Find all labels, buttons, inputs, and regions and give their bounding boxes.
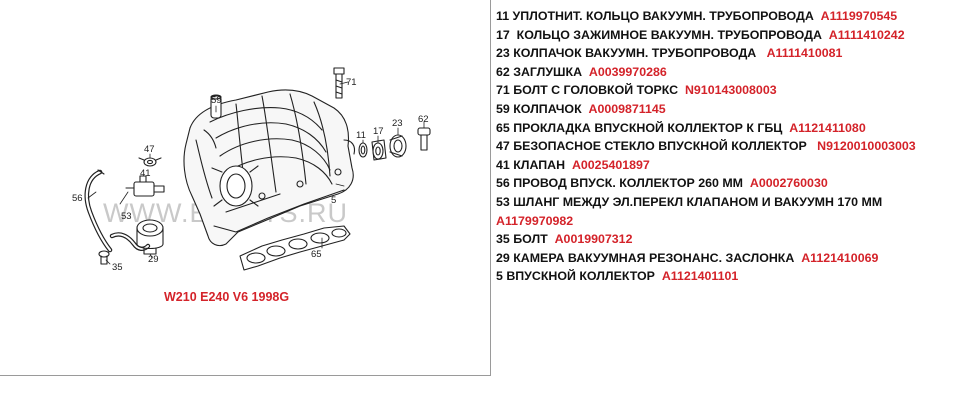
clamp-ring-part — [371, 139, 387, 161]
torx-bolt-part — [333, 67, 345, 99]
part-number: A0019907312 — [554, 232, 633, 247]
part-description: 53 ШЛАНГ МЕЖДУ ЭЛ.ПЕРЕКЛ КЛАПАНОМ И ВАКУ… — [496, 194, 883, 209]
part-number: A0039970286 — [588, 64, 667, 79]
callout-65: 65 — [311, 249, 322, 260]
part-number: A1179970982 — [496, 213, 574, 228]
callout-62: 62 — [418, 114, 429, 125]
callout-59: 59 — [211, 95, 222, 106]
bolt-part — [98, 250, 110, 265]
part-line: 17 КОЛЬЦО ЗАЖИМНОЕ ВАКУУМН. ТРУБОПРОВОДА… — [496, 26, 916, 45]
callout-56: 56 — [72, 193, 83, 204]
part-number: N9120010003003 — [817, 139, 916, 154]
part-description: 47 БЕЗОПАСНОЕ СТЕКЛО ВПУСКНОЙ КОЛЛЕКТОР — [496, 139, 818, 154]
part-line: 11 УПЛОТНИТ. КОЛЬЦО ВАКУУМН. ТРУБОПРОВОД… — [496, 7, 916, 26]
part-line: 65 ПРОКЛАДКА ВПУСКНОЙ КОЛЛЕКТОР К ГБЦ A1… — [496, 119, 916, 138]
manifold-gasket-part — [239, 225, 351, 271]
part-line: 71 БОЛТ С ГОЛОВКОЙ ТОРКС N910143008003 — [496, 81, 916, 100]
callout-5: 5 — [331, 195, 336, 206]
part-number: N910143008003 — [684, 83, 777, 98]
callout-47: 47 — [144, 144, 155, 155]
part-line: 29 КАМЕРА ВАКУУМНАЯ РЕЗОНАНС. ЗАСЛОНКА A… — [496, 249, 916, 268]
intake-manifold-diagram: WWW.ELCATS.RU — [72, 67, 431, 273]
callout-41: 41 — [140, 168, 151, 179]
part-number: A1121410069 — [801, 250, 879, 265]
part-description: 62 ЗАГЛУШКА — [496, 64, 589, 79]
intake-manifold-part — [183, 89, 356, 247]
part-line: 5 ВПУСКНОЙ КОЛЛЕКТОР A1121401101 — [496, 267, 916, 286]
part-line: 23 КОЛПАЧОК ВАКУУМН. ТРУБОПРОВОДА A11114… — [496, 44, 916, 63]
parts-list: 11 УПЛОТНИТ. КОЛЬЦО ВАКУУМН. ТРУБОПРОВОД… — [496, 7, 916, 286]
valve-part — [125, 175, 165, 197]
callout-23: 23 — [392, 118, 403, 129]
vacuum-chamber-part — [136, 219, 164, 255]
part-line: 59 КОЛПАЧОК A0009871145 — [496, 100, 916, 119]
part-line: 62 ЗАГЛУШКА A0039970286 — [496, 63, 916, 82]
part-line: A1179970982 — [496, 212, 916, 231]
vacuum-cap-part — [389, 134, 407, 158]
model-label: W210 E240 V6 1998G — [164, 290, 290, 304]
callout-71: 71 — [346, 77, 357, 88]
part-line: 41 КЛАПАН A0025401897 — [496, 156, 916, 175]
intake-wire-part — [84, 169, 113, 253]
callout-29: 29 — [148, 254, 159, 265]
vacuum-hose-part — [109, 232, 151, 251]
part-number: A1111410242 — [828, 27, 905, 42]
leader-lines — [87, 81, 425, 265]
part-line: 47 БЕЗОПАСНОЕ СТЕКЛО ВПУСКНОЙ КОЛЛЕКТОР … — [496, 137, 916, 156]
part-number: A0025401897 — [571, 157, 650, 172]
parts-diagram-frame — [0, 0, 491, 376]
part-line: 53 ШЛАНГ МЕЖДУ ЭЛ.ПЕРЕКЛ КЛАПАНОМ И ВАКУ… — [496, 193, 916, 212]
part-number: A1121411080 — [789, 120, 866, 135]
part-description: 59 КОЛПАЧОК — [496, 101, 589, 116]
part-number: A1119970545 — [820, 9, 898, 23]
part-description: 56 ПРОВОД ВПУСК. КОЛЛЕКТОР 260 ММ — [496, 176, 750, 191]
callout-11: 11 — [356, 130, 366, 141]
part-description: 41 КЛАПАН — [496, 157, 572, 172]
callout-53: 53 — [121, 211, 132, 222]
part-description: 11 УПЛОТНИТ. КОЛЬЦО ВАКУУМН. ТРУБОПРОВОД… — [496, 9, 821, 23]
callout-17: 17 — [373, 126, 384, 137]
safety-glass-part — [138, 157, 162, 167]
part-number: A1121401101 — [661, 269, 739, 284]
part-description: 5 ВПУСКНОЙ КОЛЛЕКТОР — [496, 269, 662, 284]
part-number: A0009871145 — [588, 101, 666, 116]
part-line: 35 БОЛТ A0019907312 — [496, 230, 916, 249]
part-line: 56 ПРОВОД ВПУСК. КОЛЛЕКТОР 260 ММ A00027… — [496, 174, 916, 193]
part-number: A1111410081 — [766, 46, 843, 61]
part-description: 17 КОЛЬЦО ЗАЖИМНОЕ ВАКУУМН. ТРУБОПРОВОДА — [496, 27, 829, 42]
callout-35: 35 — [112, 262, 123, 273]
part-description: 29 КАМЕРА ВАКУУМНАЯ РЕЗОНАНС. ЗАСЛОНКА — [496, 250, 802, 265]
part-description: 71 БОЛТ С ГОЛОВКОЙ ТОРКС — [496, 83, 685, 98]
part-description: 65 ПРОКЛАДКА ВПУСКНОЙ КОЛЛЕКТОР К ГБЦ — [496, 120, 790, 135]
part-number: A0002760030 — [749, 176, 828, 191]
part-description: 35 БОЛТ — [496, 232, 555, 247]
plug-part — [417, 127, 431, 151]
part-description: 23 КОЛПАЧОК ВАКУУМН. ТРУБОПРОВОДА — [496, 46, 767, 61]
seal-ring-part — [358, 142, 368, 158]
